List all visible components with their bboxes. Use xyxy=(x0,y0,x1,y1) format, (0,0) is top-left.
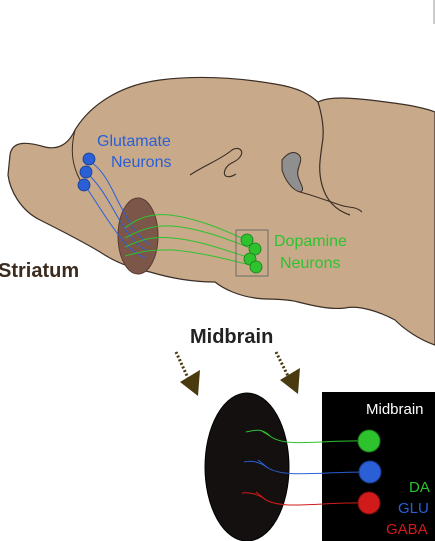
glu-projection xyxy=(243,460,366,475)
striatum-oval xyxy=(117,197,159,275)
dashed-down-arrow-icon xyxy=(274,351,300,394)
cerebellum-fold xyxy=(317,101,351,216)
legend-gaba: GABA xyxy=(386,521,428,538)
legend-glu: GLU xyxy=(398,500,429,517)
dopamine-neuron-cluster xyxy=(240,233,263,274)
glutamate-neuron xyxy=(79,165,93,179)
dopamine-label-line1: Dopamine xyxy=(274,233,347,250)
da-projection xyxy=(245,429,366,444)
dopamine-neuron-box xyxy=(235,229,269,277)
dopamine-neuron xyxy=(240,233,254,247)
glutamate-label-line2: Neurons xyxy=(111,154,171,171)
dopamine-label-line2: Neurons xyxy=(280,255,340,272)
glutamate-neuron xyxy=(77,178,91,192)
olfactory-fold xyxy=(71,129,81,181)
glu-neuron xyxy=(358,460,382,484)
glu-projection-branch xyxy=(257,459,269,469)
glutamate-neuron-cluster xyxy=(77,152,96,192)
midbrain-label: Midbrain xyxy=(190,326,273,348)
glutamate-neuron xyxy=(82,152,96,166)
brain-silhouette xyxy=(7,76,435,346)
legend-da: DA xyxy=(409,479,430,496)
gaba-neuron xyxy=(357,491,381,515)
dopamine-projections xyxy=(124,214,255,267)
da-projection-branch xyxy=(259,429,271,437)
gaba-projection xyxy=(241,492,366,506)
gaba-projection-branch xyxy=(255,491,267,501)
glutamate-label-line1: Glutamate xyxy=(97,133,171,150)
ventricle-shape xyxy=(281,152,304,193)
hippocampus-fold xyxy=(189,147,243,178)
inset-projections xyxy=(241,429,366,506)
da-neuron xyxy=(357,429,381,453)
dopamine-neuron xyxy=(248,242,262,256)
dashed-down-arrow-icon xyxy=(174,351,200,396)
cortex-fold xyxy=(299,191,363,213)
midbrain-section-oval xyxy=(204,392,290,541)
inset-title: Midbrain xyxy=(366,401,424,418)
dopamine-neuron xyxy=(249,260,263,274)
striatum-label: Striatum xyxy=(0,260,79,282)
